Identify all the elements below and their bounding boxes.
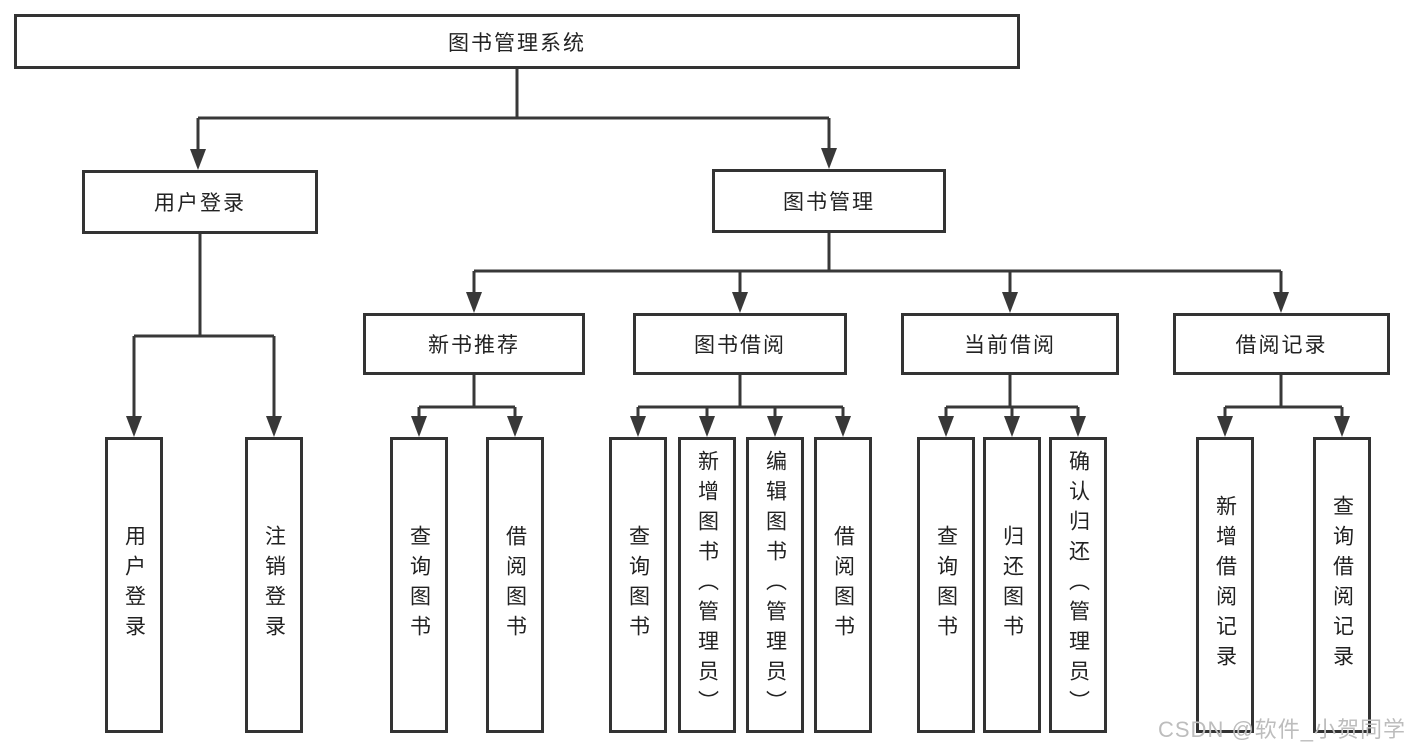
leaf-edit-books-admin: 编辑图书（管理员） [746, 437, 804, 733]
node-label: 查询图书 [626, 525, 650, 645]
node-new-book-recommendation: 新书推荐 [363, 313, 585, 375]
node-library-system: 图书管理系统 [14, 14, 1020, 69]
leaf-add-books-admin: 新增图书（管理员） [678, 437, 736, 733]
leaf-borrow-books-borrowing: 借阅图书 [814, 437, 872, 733]
node-label: 查询借阅记录 [1330, 495, 1354, 675]
node-label: 当前借阅 [964, 334, 1056, 357]
node-label: 用户登录 [154, 192, 246, 215]
node-label: 新书推荐 [428, 334, 520, 357]
node-book-management: 图书管理 [712, 169, 946, 233]
node-user-login: 用户登录 [82, 170, 318, 234]
node-book-borrowing: 图书借阅 [633, 313, 847, 375]
node-label: 查询图书 [407, 525, 431, 645]
leaf-return-books: 归还图书 [983, 437, 1041, 733]
node-label: 图书管理系统 [448, 31, 586, 55]
node-current-borrowing: 当前借阅 [901, 313, 1119, 375]
leaf-add-borrow-record: 新增借阅记录 [1196, 437, 1254, 733]
leaf-query-borrow-record: 查询借阅记录 [1313, 437, 1371, 733]
node-label: 查询图书 [934, 525, 958, 645]
node-label: 用户登录 [122, 525, 146, 645]
node-borrowing-records: 借阅记录 [1173, 313, 1390, 375]
leaf-query-books-recommend: 查询图书 [390, 437, 448, 733]
node-label: 图书管理 [783, 191, 875, 214]
node-label: 归还图书 [1000, 525, 1024, 645]
leaf-user-login: 用户登录 [105, 437, 163, 733]
leaf-query-books-borrowing: 查询图书 [609, 437, 667, 733]
leaf-borrow-books-recommend: 借阅图书 [486, 437, 544, 733]
node-label: 编辑图书（管理员） [763, 450, 787, 720]
leaf-query-books-current: 查询图书 [917, 437, 975, 733]
leaf-confirm-return-admin: 确认归还（管理员） [1049, 437, 1107, 733]
node-label: 图书借阅 [694, 334, 786, 357]
leaf-logout: 注销登录 [245, 437, 303, 733]
csdn-watermark: CSDN @软件_小贺同学 [1158, 717, 1405, 742]
node-label: 借阅记录 [1235, 334, 1328, 357]
node-label: 新增图书（管理员） [695, 450, 719, 720]
node-label: 注销登录 [262, 525, 286, 645]
node-label: 确认归还（管理员） [1066, 450, 1090, 720]
node-label: 借阅图书 [831, 525, 855, 645]
node-label: 新增借阅记录 [1213, 495, 1237, 675]
node-label: 借阅图书 [503, 525, 527, 645]
